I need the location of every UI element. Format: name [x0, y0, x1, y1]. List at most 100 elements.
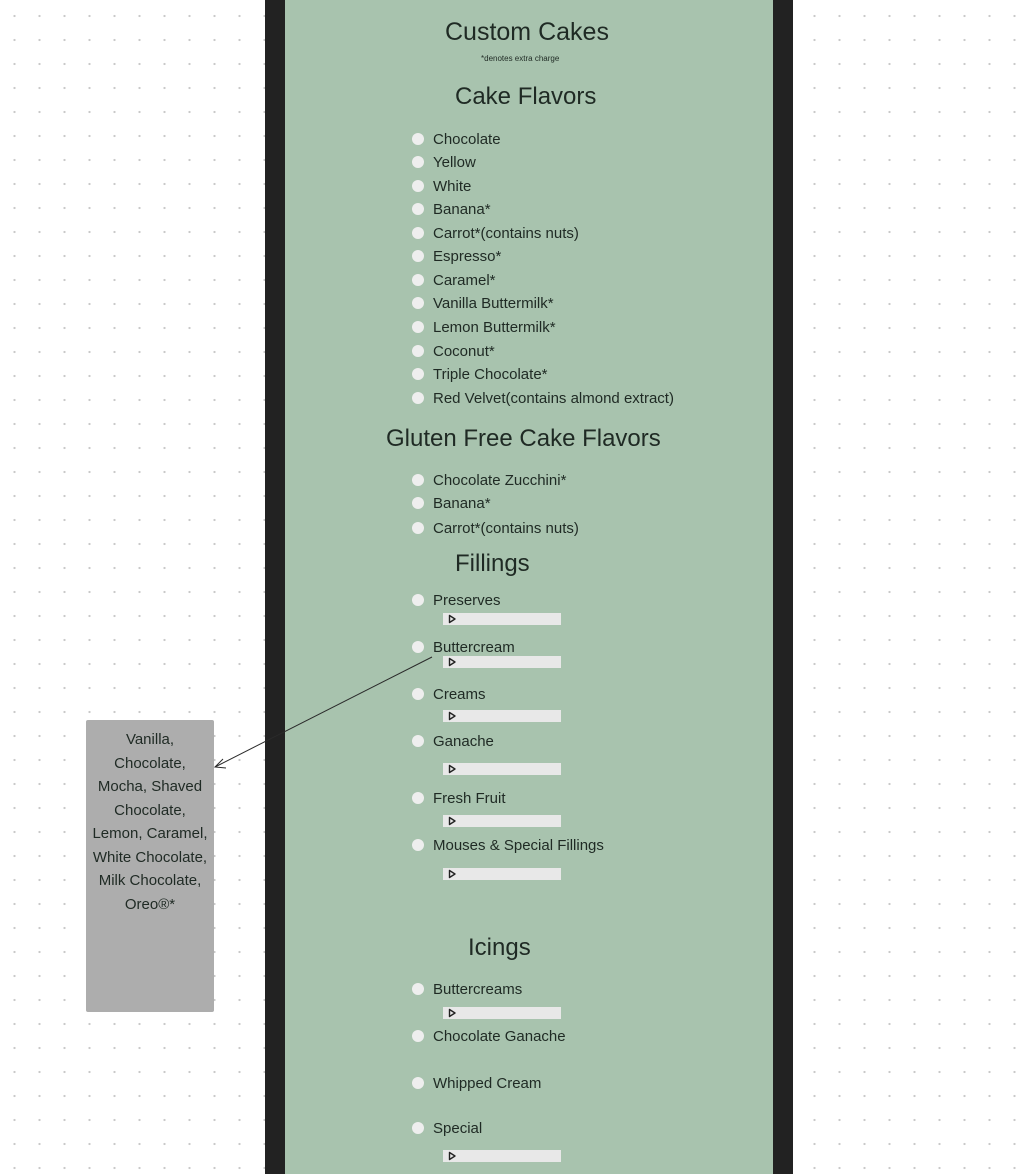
- callout-text: Vanilla, Chocolate, Mocha, Shaved Chocol…: [92, 731, 208, 913]
- option-gf-banana[interactable]: Banana*: [412, 493, 491, 513]
- option-label: Preserves: [433, 591, 501, 609]
- option-label: Buttercream: [433, 638, 515, 656]
- radio-circle[interactable]: [412, 839, 424, 851]
- option-label: Ganache: [433, 732, 494, 750]
- option-fresh-fruit[interactable]: Fresh Fruit: [412, 788, 506, 808]
- option-label: Whipped Cream: [433, 1074, 542, 1092]
- radio-circle[interactable]: [412, 1030, 424, 1042]
- option-label: Carrot*(contains nuts): [433, 519, 579, 537]
- buttercream-player[interactable]: [443, 656, 561, 668]
- gluten-free-heading: Gluten Free Cake Flavors: [386, 425, 661, 452]
- option-yellow[interactable]: Yellow: [412, 152, 476, 172]
- option-label: Lemon Buttermilk*: [433, 318, 556, 336]
- radio-circle[interactable]: [412, 368, 424, 380]
- option-coconut[interactable]: Coconut*: [412, 341, 495, 361]
- page-title: Custom Cakes: [445, 18, 609, 46]
- radio-circle[interactable]: [412, 156, 424, 168]
- option-label: Vanilla Buttermilk*: [433, 294, 554, 312]
- option-creams[interactable]: Creams: [412, 684, 486, 704]
- radio-circle[interactable]: [412, 250, 424, 262]
- cake-flavors-heading: Cake Flavors: [455, 83, 597, 110]
- play-icon[interactable]: [447, 711, 457, 721]
- option-espresso[interactable]: Espresso*: [412, 246, 501, 266]
- option-banana[interactable]: Banana*: [412, 199, 491, 219]
- option-label: Red Velvet(contains almond extract): [433, 389, 674, 407]
- play-icon[interactable]: [447, 869, 457, 879]
- option-label: Chocolate Ganache: [433, 1027, 566, 1045]
- radio-circle[interactable]: [412, 792, 424, 804]
- callout-note: [86, 720, 214, 1012]
- option-label: Mouses & Special Fillings: [433, 836, 604, 854]
- radio-circle[interactable]: [412, 392, 424, 404]
- option-label: Triple Chocolate*: [433, 365, 548, 383]
- option-label: Chocolate: [433, 130, 501, 148]
- radio-circle[interactable]: [412, 983, 424, 995]
- fillings-heading: Fillings: [455, 550, 530, 577]
- radio-circle[interactable]: [412, 641, 424, 653]
- radio-circle[interactable]: [412, 474, 424, 486]
- radio-circle[interactable]: [412, 1122, 424, 1134]
- mouses-special-player[interactable]: [443, 868, 561, 880]
- option-ganache[interactable]: Ganache: [412, 731, 494, 751]
- option-label: Banana*: [433, 494, 491, 512]
- option-label: Special: [433, 1119, 483, 1137]
- menu-panel: [285, 0, 773, 1174]
- radio-circle[interactable]: [412, 227, 424, 239]
- radio-circle[interactable]: [412, 180, 424, 192]
- option-vanilla-buttermilk[interactable]: Vanilla Buttermilk*: [412, 293, 554, 313]
- option-label: Coconut*: [433, 342, 495, 360]
- play-icon[interactable]: [447, 1151, 457, 1161]
- option-red-velvet[interactable]: Red Velvet(contains almond extract): [412, 388, 674, 408]
- radio-circle[interactable]: [412, 321, 424, 333]
- creams-player[interactable]: [443, 710, 561, 722]
- preserves-player[interactable]: [443, 613, 561, 625]
- option-label: Chocolate Zucchini*: [433, 471, 567, 489]
- radio-circle[interactable]: [412, 688, 424, 700]
- option-label: Banana*: [433, 200, 491, 218]
- option-label: Caramel*: [433, 271, 496, 289]
- option-label: Espresso*: [433, 247, 502, 265]
- option-label: Creams: [433, 685, 486, 703]
- option-special[interactable]: Special: [412, 1118, 482, 1138]
- option-mouses-special[interactable]: Mouses & Special Fillings: [412, 835, 604, 855]
- option-gf-chocolate-zucchini[interactable]: Chocolate Zucchini*: [412, 470, 566, 490]
- buttercreams-player[interactable]: [443, 1007, 561, 1019]
- option-label: Buttercreams: [433, 980, 523, 998]
- radio-circle[interactable]: [412, 297, 424, 309]
- option-gf-carrot[interactable]: Carrot*(contains nuts): [412, 518, 579, 538]
- fresh-fruit-player[interactable]: [443, 815, 561, 827]
- option-label: Carrot*(contains nuts): [433, 224, 579, 242]
- icings-heading: Icings: [468, 934, 531, 961]
- option-whipped-cream[interactable]: Whipped Cream: [412, 1073, 541, 1093]
- option-lemon-buttermilk[interactable]: Lemon Buttermilk*: [412, 317, 556, 337]
- option-label: Yellow: [433, 153, 476, 171]
- play-icon[interactable]: [447, 816, 457, 826]
- option-preserves[interactable]: Preserves: [412, 590, 501, 610]
- option-label: White: [433, 177, 472, 195]
- play-icon[interactable]: [447, 614, 457, 624]
- radio-circle[interactable]: [412, 497, 424, 509]
- option-caramel[interactable]: Caramel*: [412, 270, 496, 290]
- radio-circle[interactable]: [412, 594, 424, 606]
- radio-circle[interactable]: [412, 522, 424, 534]
- option-triple-chocolate[interactable]: Triple Chocolate*: [412, 364, 548, 384]
- option-buttercreams[interactable]: Buttercreams: [412, 979, 522, 999]
- play-icon[interactable]: [447, 657, 457, 667]
- option-label: Fresh Fruit: [433, 789, 506, 807]
- radio-circle[interactable]: [412, 735, 424, 747]
- radio-circle[interactable]: [412, 203, 424, 215]
- option-white[interactable]: White: [412, 176, 471, 196]
- option-buttercream[interactable]: Buttercream: [412, 637, 515, 657]
- option-chocolate-ganache[interactable]: Chocolate Ganache: [412, 1026, 566, 1046]
- radio-circle[interactable]: [412, 1077, 424, 1089]
- radio-circle[interactable]: [412, 133, 424, 145]
- play-icon[interactable]: [447, 1008, 457, 1018]
- special-player[interactable]: [443, 1150, 561, 1162]
- ganache-player[interactable]: [443, 763, 561, 775]
- option-chocolate[interactable]: Chocolate: [412, 129, 501, 149]
- extra-charge-note: *denotes extra charge: [481, 54, 560, 63]
- play-icon[interactable]: [447, 764, 457, 774]
- radio-circle[interactable]: [412, 345, 424, 357]
- radio-circle[interactable]: [412, 274, 424, 286]
- option-carrot[interactable]: Carrot*(contains nuts): [412, 223, 579, 243]
